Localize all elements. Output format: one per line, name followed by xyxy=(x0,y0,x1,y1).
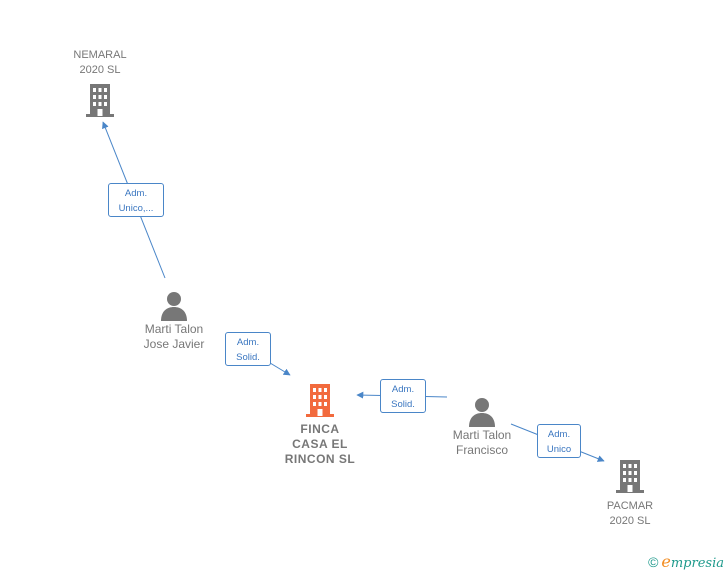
node-label-line: NEMARAL xyxy=(73,49,127,61)
node-nemaral[interactable]: NEMARAL 2020 SL xyxy=(56,48,144,118)
building-icon xyxy=(86,84,114,117)
person-icon xyxy=(161,292,187,321)
node-label-line: PACMAR xyxy=(606,500,654,512)
node-label-line: Marti Talon xyxy=(452,428,512,442)
node-jose-javier[interactable]: Marti Talon Jose Javier xyxy=(122,290,226,352)
brand-initial: e xyxy=(661,552,671,571)
brand-name: mpresia xyxy=(670,556,724,571)
edge-label-line: Adm. xyxy=(391,384,415,395)
node-francisco[interactable]: Marti Talon Francisco xyxy=(432,396,532,458)
edge-label-line: Unico xyxy=(546,444,572,455)
brand-logo: ©empresia xyxy=(648,552,724,571)
node-finca-casa-el-rincon[interactable]: FINCA CASA EL RINCON SL xyxy=(274,382,366,467)
copyright-symbol: © xyxy=(648,554,659,570)
node-label-line: Francisco xyxy=(455,443,508,457)
building-icon xyxy=(616,460,644,493)
node-pacmar[interactable]: PACMAR 2020 SL xyxy=(586,458,674,529)
person-icon xyxy=(469,398,495,427)
edge-label-francisco-finca[interactable]: Adm. Solid. xyxy=(380,379,426,413)
edge-label-jose-finca[interactable]: Adm. Solid. xyxy=(225,332,271,366)
node-label-line: Jose Javier xyxy=(143,337,205,351)
node-label-line: CASA EL xyxy=(292,437,348,451)
edge-label-line: Adm. xyxy=(236,337,260,348)
node-label-line: FINCA xyxy=(300,422,340,436)
edge-label-line: Solid. xyxy=(391,399,415,410)
node-label-line: RINCON SL xyxy=(284,452,356,466)
edge-label-line: Solid. xyxy=(236,352,260,363)
edge-label-line: Unico,... xyxy=(118,203,154,214)
edge-label-line: Adm. xyxy=(547,429,571,440)
node-label-line: 2020 SL xyxy=(79,64,121,76)
building-icon xyxy=(306,384,334,417)
node-label-line: 2020 SL xyxy=(609,515,651,527)
edge-label-jose-nemaral[interactable]: Adm. Unico,... xyxy=(108,183,164,217)
edge-label-francisco-pacmar[interactable]: Adm. Unico xyxy=(537,424,581,458)
node-label-line: Marti Talon xyxy=(144,322,204,336)
edge-label-line: Adm. xyxy=(124,188,148,199)
